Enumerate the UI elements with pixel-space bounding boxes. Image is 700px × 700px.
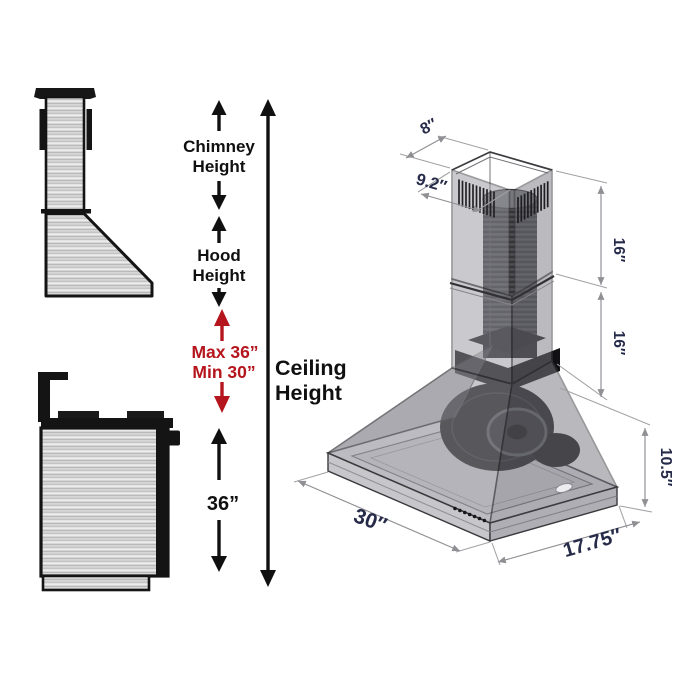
lamp-oval	[555, 482, 573, 494]
chimney-height-label-line1: Chimney	[183, 137, 255, 156]
arrow-up-icon	[211, 428, 227, 444]
telescoping-joint	[449, 275, 555, 302]
hood-height-label-line2: Height	[193, 266, 246, 285]
dim-top-width: 8″	[418, 115, 441, 138]
wall-bracket-vertical	[38, 372, 50, 422]
panel-tab-left	[58, 411, 99, 419]
arrow-down-icon	[211, 292, 227, 307]
dim-hood-height: 10.5″	[657, 448, 674, 487]
ceiling-height-annotation: Ceiling Height	[260, 99, 347, 587]
chimney-height-label-line2: Height	[193, 157, 246, 176]
ceiling-height-label-line1: Ceiling	[275, 356, 347, 380]
arrow-up-icon	[211, 216, 227, 231]
max-height-label: Max 36”	[191, 342, 258, 362]
arrow-down-icon	[260, 570, 276, 587]
lower-left-shield	[451, 277, 513, 386]
arrow-down-icon	[211, 195, 227, 210]
arrow-up-icon	[211, 100, 227, 115]
dim-base-width: 30″	[351, 504, 390, 537]
arrow-up-icon	[214, 309, 230, 326]
isometric-hood-illustration	[325, 151, 620, 543]
arrow-up-icon	[260, 99, 276, 116]
mount-bracket-right	[86, 109, 92, 150]
arrow-down-icon	[214, 396, 230, 413]
dim-lower-chimney: 16″	[610, 331, 627, 356]
pyramid-hood-glass	[326, 344, 619, 525]
panel-top-rail	[41, 418, 173, 428]
side-view-hood-illustration	[34, 88, 154, 298]
dim-base-depth: 17.75″	[561, 524, 625, 562]
side-hood-body	[44, 212, 154, 298]
side-chimney-duct	[44, 95, 86, 214]
clearance-label: 36”	[207, 493, 239, 515]
lower-right-shield	[511, 270, 553, 386]
dim-top-depth: 9.2″	[414, 170, 449, 196]
dimension-annotations-column: Chimney Height Hood Height Max 36” Min 3…	[183, 99, 347, 587]
dim-upper-chimney: 16″	[610, 238, 627, 263]
hood-height-annotation: Hood Height	[193, 216, 246, 307]
mount-bracket-left	[39, 109, 45, 150]
front-panel-right-frame	[156, 428, 168, 576]
panel-tab-right	[127, 411, 164, 419]
min-height-label: Min 30”	[192, 362, 255, 382]
mount-range-annotation: Max 36” Min 30”	[191, 309, 259, 413]
bottom-lip	[41, 574, 151, 592]
ceiling-height-label-line2: Height	[275, 381, 342, 405]
arrow-down-icon	[211, 556, 227, 572]
wall-bracket-top	[38, 372, 68, 380]
hood-top-band	[41, 209, 91, 214]
chimney-height-annotation: Chimney Height	[183, 100, 255, 210]
front-panel	[39, 426, 170, 578]
front-view-hood-illustration	[38, 372, 180, 592]
side-knob	[168, 430, 180, 446]
countertop-clearance-annotation: 36”	[207, 428, 239, 572]
hood-height-label-line1: Hood	[197, 246, 240, 265]
vent-louvers-right	[517, 181, 549, 224]
chimney-shield-glass	[449, 151, 555, 386]
